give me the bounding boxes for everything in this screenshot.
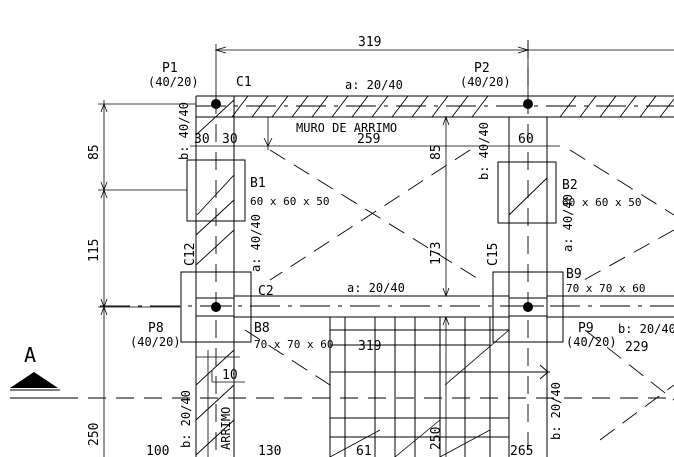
pillar-p8-size: (40/20): [130, 335, 181, 349]
dim-top-span: 319: [358, 35, 381, 50]
retaining-wall-left: [195, 96, 235, 457]
footing-b9-size: 70 x 70 x 60: [566, 282, 645, 295]
slab-diagonals: [244, 149, 674, 441]
dim-229: 229: [625, 340, 648, 355]
pillar-p2-size: (40/20): [460, 75, 511, 89]
column-c2-label: C2: [258, 284, 274, 299]
beam-a-left-vert-label: a: 40/40: [249, 214, 263, 272]
footing-b1-size: 60 x 60 x 50: [250, 195, 329, 208]
pillar-p9-size: (40/20): [566, 335, 617, 349]
beam-a-right-vert-label: a: 40/40: [561, 194, 575, 252]
dim-left-115: 115: [87, 239, 102, 262]
dim-259: 259: [357, 132, 380, 147]
dim-mid-173: 173: [429, 242, 444, 265]
beam-middle: [100, 295, 674, 318]
beam-a-mid-label: a: 20/40: [347, 281, 405, 295]
section-marker: A: [10, 343, 58, 388]
dim-60: 60: [518, 132, 534, 147]
footing-b8-size: 70 x 70 x 60: [254, 338, 333, 351]
dim-mid-250: 250: [429, 427, 444, 450]
axis-lower: [10, 389, 674, 399]
footing-b2: [497, 161, 557, 224]
dim-mid-85: 85: [429, 144, 444, 160]
beam-b-right-label: b: 20/40: [618, 322, 674, 336]
dim-130: 130: [258, 444, 281, 457]
beam-b-mid-top-label: b: 40/40: [477, 122, 491, 180]
pillar-p1-name: P1: [162, 61, 178, 76]
pillar-p2-name: P2: [474, 61, 490, 76]
retaining-wall-top: [196, 95, 674, 118]
footing-b1-name: B1: [250, 176, 266, 191]
dim-left-250: 250: [87, 423, 102, 446]
stair-grid: [329, 317, 550, 457]
wall-retaining-top-label: MURO DE ARRIMO: [296, 121, 397, 135]
pillar-p9-name: P9: [578, 321, 594, 336]
dim-mid-319: 319: [358, 339, 381, 354]
beam-b-bottom-left-label: b: 20/40: [179, 390, 193, 448]
wall-retaining-left-label: ARRIMO: [219, 407, 233, 450]
beam-a-top-label: a: 20/40: [345, 78, 403, 92]
beam-b-bottom-right-label: b: 20/40: [549, 382, 563, 440]
beam-b-left-top-label: b: 40/40: [177, 102, 191, 160]
pillar-p2-dot: [523, 99, 533, 109]
dim-265: 265: [510, 444, 533, 457]
footing-b2-size: 60 x 60 x 50: [562, 196, 641, 209]
footing-b1: [186, 159, 246, 222]
dim-30-a: 30: [194, 132, 210, 147]
footing-b2-name: B2: [562, 178, 578, 193]
footing-b9-name: B9: [566, 267, 582, 282]
footing-b8-name: B8: [254, 321, 270, 336]
column-c12-label: C12: [183, 243, 198, 266]
pillar-p8-name: P8: [148, 321, 164, 336]
column-strip-right: [508, 40, 548, 457]
dim-61: 61: [356, 444, 372, 457]
dim-30-b: 30: [222, 132, 238, 147]
pillar-p9-dot: [523, 302, 533, 312]
section-marker-label: A: [24, 343, 36, 367]
column-c15-label: C15: [486, 243, 501, 266]
dim-100: 100: [146, 444, 169, 457]
pillar-p1-dot: [211, 99, 221, 109]
dim-10: 10: [222, 368, 238, 383]
pillar-p1-size: (40/20): [148, 75, 199, 89]
dim-left-85: 85: [87, 144, 102, 160]
column-c1-label: C1: [236, 75, 252, 90]
pillar-p8-dot: [211, 302, 221, 312]
dimension-lines: [98, 44, 674, 457]
